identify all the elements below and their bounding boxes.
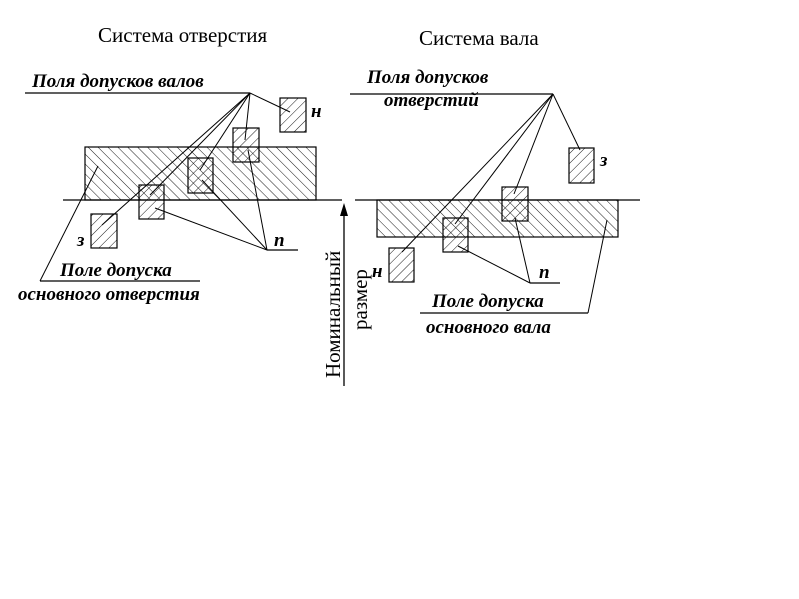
shaft-field-n [279, 97, 307, 133]
base-shaft-label-1: Поле допуска [431, 291, 544, 312]
base-hole-label-1: Поле допуска [59, 260, 172, 281]
left-title: Система отверстия [98, 23, 268, 47]
base-hole-label-2: основного отверстия [18, 284, 200, 305]
leader-p-right [457, 217, 531, 284]
mark-p-right: п [539, 262, 550, 283]
nominal-size-label: Номинальный [321, 251, 345, 378]
hole-fields-label-1: Поля допусков [366, 67, 489, 88]
hole-fields-label-2: отверстий [384, 90, 479, 111]
mark-n-right: н [372, 261, 383, 282]
shaft-field-2 [138, 184, 165, 220]
nominal-size-arrowhead [340, 203, 348, 216]
leader-shaft-fields [101, 92, 291, 226]
hole-field-z [568, 147, 595, 184]
base-shaft-label-2: основного вала [426, 317, 551, 338]
mark-p-left: п [274, 230, 285, 251]
mark-z-left: з [76, 230, 85, 251]
nominal-size-label-2: размер [348, 269, 372, 330]
leader-base-hole [39, 165, 99, 282]
base-shaft-field [376, 199, 619, 238]
hole-field-n [388, 247, 415, 283]
mark-z-right: з [599, 150, 608, 171]
leader-p-left [154, 149, 268, 251]
leader-base-shaft [587, 219, 608, 314]
mark-n-left: н [311, 101, 322, 122]
shaft-field-z [90, 213, 118, 249]
shaft-fields-label: Поля допусков валов [31, 71, 204, 92]
leader-hole-fields [401, 93, 581, 253]
right-title: Система вала [419, 26, 539, 50]
